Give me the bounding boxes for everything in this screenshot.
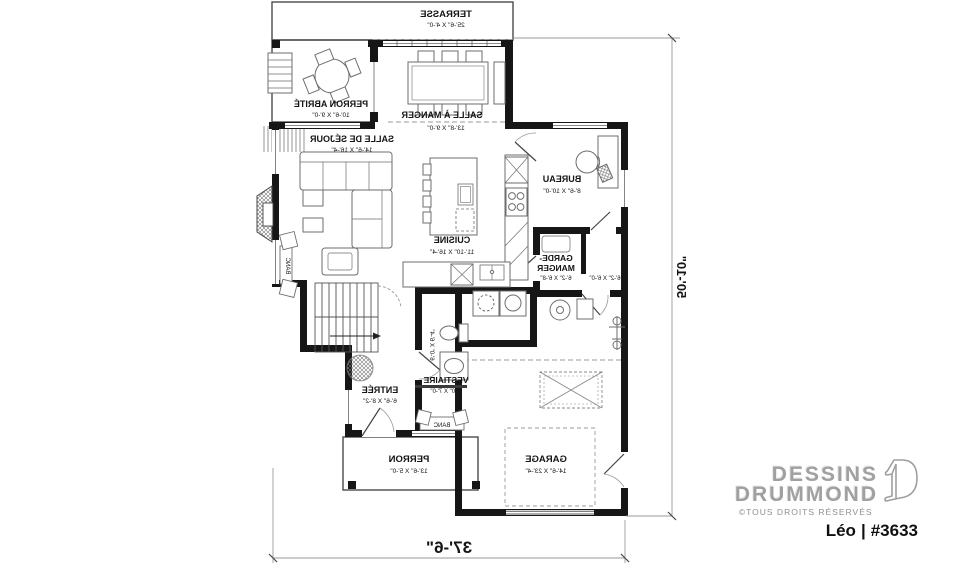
doors bbox=[361, 130, 628, 515]
label-salle-de-sejour: SALLE DE SÉJOUR bbox=[309, 134, 394, 144]
dim-overall-width: 37'-6" bbox=[426, 538, 472, 557]
staircase bbox=[314, 282, 402, 353]
label-cuisine: CUISINE bbox=[434, 235, 471, 245]
terrasse-outline bbox=[271, 1, 514, 41]
label-garde-manger-2: MANGER bbox=[537, 263, 575, 273]
brand-block: DESSINS DRUMMOND ©TOUS DROITS RÉSERVÉS L… bbox=[735, 458, 918, 541]
label-banc-sejour: BANC bbox=[284, 257, 290, 274]
label-vestiaire: VESTIAIRE bbox=[423, 375, 468, 385]
label-salle-a-manger: SALLE À MANGER bbox=[401, 110, 483, 120]
pantry-shelving bbox=[541, 235, 571, 253]
dims-entree: 6'-6" X 8'-2" bbox=[362, 398, 397, 405]
label-entree: ENTRÉE bbox=[362, 385, 399, 395]
dims-salle-a-manger: 13'-8" X 9'-0" bbox=[427, 125, 465, 132]
fireplace bbox=[256, 185, 274, 243]
model-name: Léo bbox=[825, 521, 856, 540]
separator: | bbox=[860, 521, 866, 540]
dims-salle-de-sejour: 14'-6" X 16'-4" bbox=[331, 147, 373, 154]
label-garage: GARAGE bbox=[525, 454, 567, 465]
dims-bureau: 8'-6" X 10'-0" bbox=[543, 188, 581, 195]
brand-line1: DESSINS bbox=[771, 463, 878, 487]
dims-garde-manger: 6'-2" X 6'-8" bbox=[540, 276, 571, 282]
window-seat-sejour bbox=[278, 230, 299, 299]
living-room-furniture bbox=[299, 151, 393, 276]
dims-rangement: 6'-2" X 6'-0" bbox=[589, 276, 620, 282]
garage-storage bbox=[539, 371, 603, 409]
rights-line: ©TOUS DROITS RÉSERVÉS bbox=[738, 507, 873, 517]
dims-garage: 14'-6" X 23'-4" bbox=[525, 468, 567, 475]
windows bbox=[272, 41, 628, 436]
bbq-grill bbox=[267, 52, 293, 94]
label-banc-vestiaire: BANC bbox=[433, 423, 450, 429]
dining-furniture bbox=[407, 50, 506, 116]
dashed-boundaries bbox=[388, 121, 621, 507]
laundry-appliances bbox=[472, 290, 594, 321]
side-steps bbox=[263, 126, 305, 152]
label-bureau: BUREAU bbox=[543, 174, 582, 184]
drummond-d-icon bbox=[884, 459, 918, 502]
plan-number: #3633 bbox=[870, 521, 918, 540]
label-perron-abrite: PERRON ABRITÉ bbox=[294, 99, 368, 109]
dims-cuisine: 11'-10" X 16'-4" bbox=[429, 249, 474, 256]
dims-perron-abrite: 10'-6" X 9'-0" bbox=[312, 112, 350, 119]
dims-vestiaire: 6'-0" X 7'-0" bbox=[430, 389, 461, 395]
dim-overall-depth: 50'-10" bbox=[674, 256, 689, 299]
label-garde-manger-1: GARDE- bbox=[539, 253, 573, 263]
bathroom-fixtures bbox=[439, 323, 469, 381]
kitchen-furniture bbox=[402, 154, 529, 288]
label-perron: PERRON bbox=[389, 454, 430, 465]
porch-furniture bbox=[267, 48, 362, 104]
dims-terrasse: 25'-6" X 4'-0" bbox=[427, 22, 465, 29]
dimension-lines bbox=[268, 33, 680, 563]
model-line: Léo|#3633 bbox=[735, 521, 918, 541]
label-terrasse: TERRASSE bbox=[420, 9, 472, 20]
bicycle bbox=[609, 316, 625, 350]
room-labels: TERRASSE 25'-6" X 4'-0" PERRON ABRITÉ 10… bbox=[284, 9, 689, 557]
brand-line2: DRUMMOND bbox=[734, 482, 878, 506]
dims-perron: 13'-6" X 5'-0" bbox=[390, 468, 428, 475]
mudroom-bench bbox=[414, 408, 470, 431]
office-furniture bbox=[575, 135, 619, 189]
furnace bbox=[576, 298, 594, 320]
plant bbox=[346, 354, 374, 382]
dims-salle-eau: 6'-0" X 6'-4" bbox=[428, 329, 434, 360]
